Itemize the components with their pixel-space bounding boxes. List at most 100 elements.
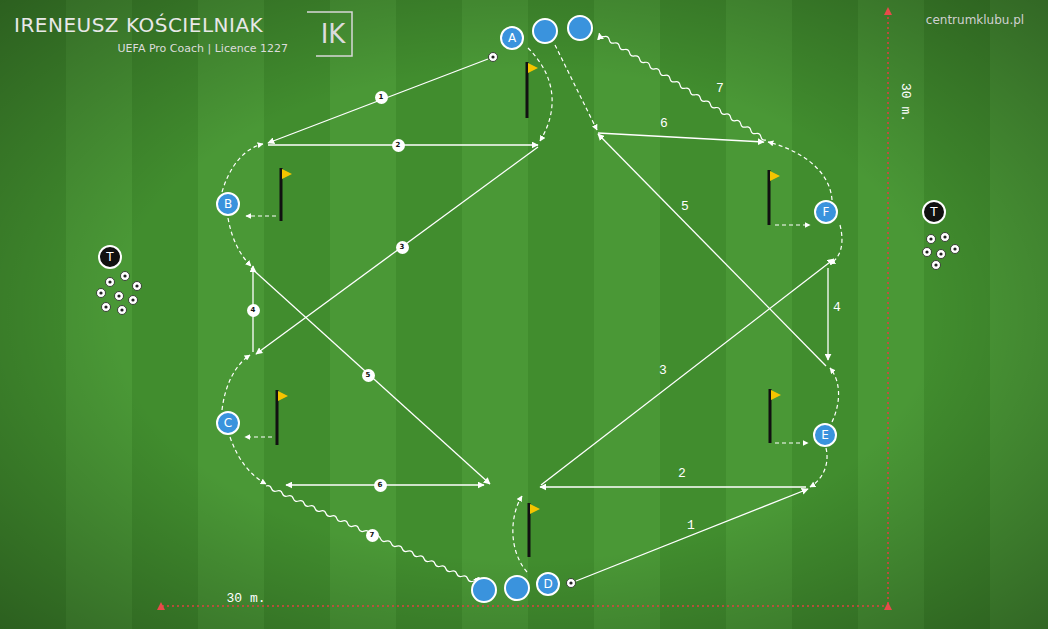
ball xyxy=(932,261,941,270)
pass-line xyxy=(598,133,764,142)
run-line xyxy=(245,436,272,437)
run-line xyxy=(768,142,832,200)
ball xyxy=(567,579,576,588)
player-letter: A xyxy=(508,32,516,44)
dimension-line xyxy=(162,605,888,607)
pass-line xyxy=(598,134,826,366)
pass-line xyxy=(268,59,488,143)
ball-patch xyxy=(569,581,572,584)
dribble-line xyxy=(598,32,766,141)
logo-mark: IK xyxy=(321,19,346,49)
step-number: 6 xyxy=(660,116,668,131)
ball-patch xyxy=(925,250,928,253)
step-number: 1 xyxy=(687,518,695,533)
ball-patch xyxy=(117,294,120,297)
ball xyxy=(97,289,106,298)
ball xyxy=(118,306,127,315)
player-letter: E xyxy=(821,429,829,441)
run-line xyxy=(830,368,839,422)
ball xyxy=(115,292,124,301)
run-line xyxy=(830,225,842,264)
player-circle xyxy=(505,576,529,600)
player-letter: D xyxy=(543,578,552,590)
pass-line xyxy=(256,147,538,354)
ball-patch xyxy=(104,305,107,308)
run-line xyxy=(555,45,597,130)
player-circle: B xyxy=(216,192,240,216)
ball-patch xyxy=(131,298,134,301)
ball-patch xyxy=(939,252,942,255)
run-line xyxy=(246,215,276,216)
run-line xyxy=(775,224,810,225)
step-number: 5 xyxy=(681,199,689,214)
ball-patch xyxy=(99,291,102,294)
callout-number: 1 xyxy=(375,91,388,104)
ball xyxy=(923,248,932,257)
callout-number: 4 xyxy=(247,304,260,317)
watermark: centrumklubu.pl xyxy=(926,13,1024,27)
ball-patch xyxy=(123,274,126,277)
coach-circle: T xyxy=(922,200,946,224)
run-line xyxy=(222,144,263,192)
ball-patch xyxy=(943,235,946,238)
flag xyxy=(771,390,781,400)
flag xyxy=(278,391,288,401)
dimension-cone xyxy=(884,7,892,15)
player-letter: T xyxy=(930,206,937,218)
callout-number: 6 xyxy=(374,479,387,492)
flag xyxy=(530,504,540,514)
ball xyxy=(489,53,498,62)
player-circle: C xyxy=(216,411,240,435)
run-line xyxy=(228,218,251,266)
ball-patch xyxy=(491,55,494,58)
flag xyxy=(770,171,780,181)
player-circle: D xyxy=(536,572,560,596)
callout-number: 5 xyxy=(362,369,375,382)
flag-group xyxy=(277,62,781,557)
ball-patch xyxy=(953,247,956,250)
dribble-line xyxy=(265,485,479,586)
pass-line xyxy=(541,259,834,485)
coach-licence: UEFA Pro Coach | Licence 1227 xyxy=(118,42,288,55)
ball-patch xyxy=(934,263,937,266)
player-circle xyxy=(533,19,557,43)
player-circle: A xyxy=(500,26,524,50)
callout-number: 7 xyxy=(366,529,379,542)
pass-line xyxy=(576,489,808,581)
run-line xyxy=(230,437,266,484)
ball xyxy=(121,272,130,281)
step-number: 4 xyxy=(833,300,841,315)
coach-title: IRENEUSZ KOŚCIELNIAK xyxy=(14,13,263,37)
player-circle xyxy=(472,578,496,602)
step-number: 7 xyxy=(716,81,724,96)
player-letter: B xyxy=(224,198,232,210)
logo-frame xyxy=(307,12,352,56)
ball xyxy=(927,235,936,244)
run-line xyxy=(513,496,527,572)
dimension-line xyxy=(887,12,889,604)
dimension-cone xyxy=(884,602,892,610)
ball xyxy=(951,245,960,254)
run-line xyxy=(775,442,808,443)
flag xyxy=(528,63,538,73)
pass-line xyxy=(540,486,806,487)
ball xyxy=(102,303,111,312)
pass-line xyxy=(251,268,490,484)
player-circle xyxy=(568,16,592,40)
coach-circle: T xyxy=(98,245,122,269)
ball xyxy=(941,233,950,242)
callout-number: 2 xyxy=(392,139,405,152)
ball xyxy=(937,250,946,259)
ball xyxy=(106,278,115,287)
ball xyxy=(133,282,142,291)
step-number: 2 xyxy=(678,466,686,481)
ball-patch xyxy=(929,237,932,240)
step-number: 3 xyxy=(659,363,667,378)
ball xyxy=(129,296,138,305)
callout-number: 3 xyxy=(396,241,409,254)
player-letter: F xyxy=(823,206,830,218)
dimension-label: 30 m. xyxy=(898,82,913,121)
run-line xyxy=(810,448,827,487)
